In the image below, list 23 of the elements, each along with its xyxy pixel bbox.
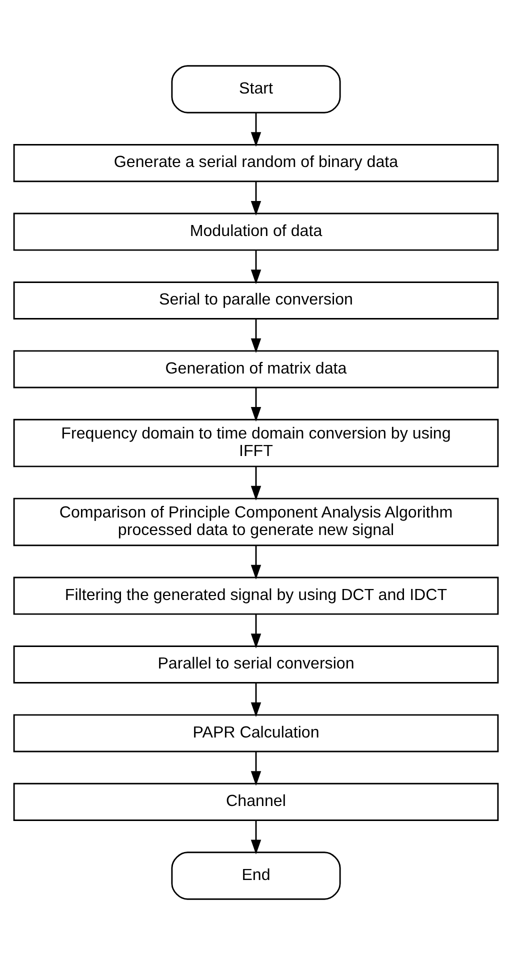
arrow xyxy=(250,466,262,500)
node-box: Serial to paralle conversion xyxy=(13,280,499,319)
arrow xyxy=(250,544,262,579)
node-box: Generate a serial random of binary data xyxy=(13,144,499,182)
node-box: Comparison of Principle Component Analysis Algorithm processed data to generate new signal xyxy=(13,497,499,546)
node-box: Channel xyxy=(13,782,499,820)
node-box: Frequency domain to time domain conversion by using IFFT xyxy=(13,418,499,467)
arrow xyxy=(250,614,262,648)
arrow xyxy=(250,387,262,422)
node-box: Parallel to serial conversion xyxy=(13,645,499,684)
arrow xyxy=(250,112,262,146)
arrow xyxy=(250,820,262,854)
node-box: End xyxy=(171,851,341,900)
arrow xyxy=(250,181,262,216)
node-box: Filtering the generated signal by using DCT and IDCT xyxy=(13,576,499,614)
node-box: Modulation of data xyxy=(13,212,499,250)
arrow xyxy=(250,751,262,786)
node-box: Start xyxy=(171,64,341,113)
node-box: Generation of matrix data xyxy=(13,350,499,388)
arrow xyxy=(250,682,262,717)
arrow xyxy=(250,250,262,284)
node-box: PAPR Calculation xyxy=(13,714,499,752)
arrow xyxy=(250,318,262,352)
